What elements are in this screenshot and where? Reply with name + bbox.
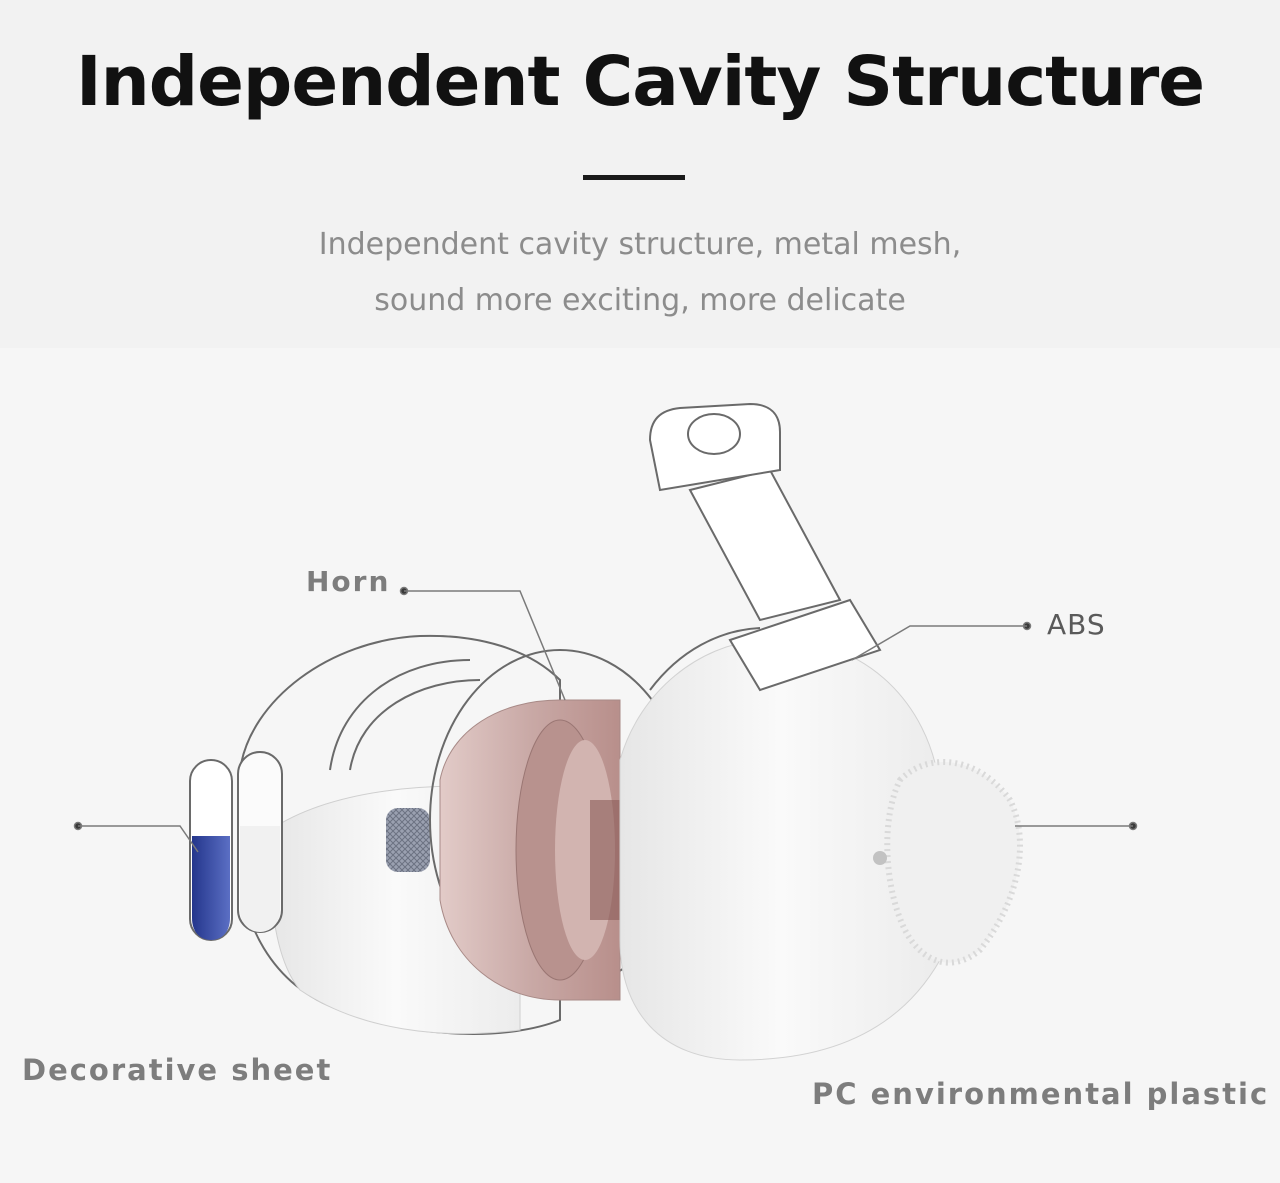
deco-leader-line [78,825,199,853]
horn-driver [429,649,691,1001]
callout-leaders [73,586,1138,853]
callout-horn: Horn [306,565,391,598]
header-background [0,0,1280,348]
title-divider [583,175,685,180]
callout-abs: ABS [1047,608,1106,641]
subtitle-line-2: sound more exciting, more delicate [374,283,906,318]
horn-leader-line [404,590,566,701]
front-shell [619,402,1023,1061]
subtitle-line-1: Independent cavity structure, metal mesh… [318,227,962,262]
earbud-exploded-diagram [73,402,1138,1061]
page-title: Independent Cavity Structure [75,42,1205,122]
callout-pc-plastic: PC environmental plastic [812,1077,1270,1111]
abs-leader-line [851,625,1027,661]
decorative-sheet [189,751,283,941]
callout-decorative-sheet: Decorative sheet [22,1053,333,1087]
